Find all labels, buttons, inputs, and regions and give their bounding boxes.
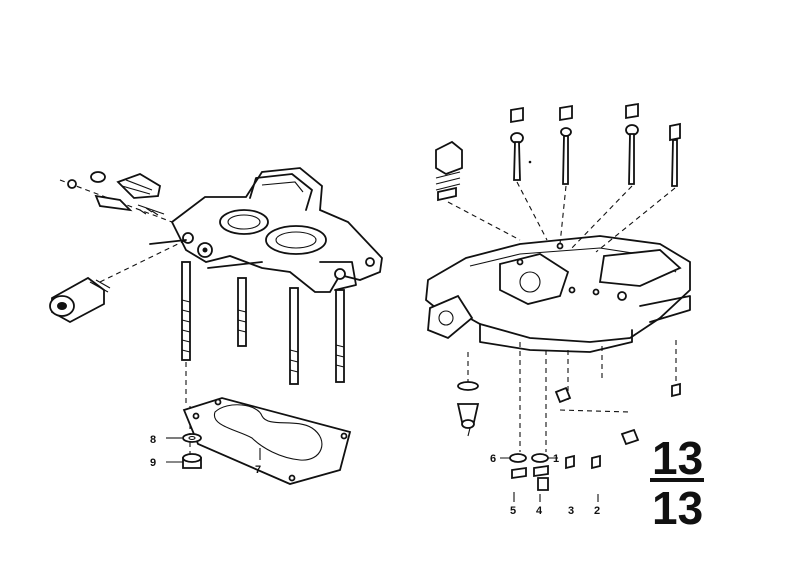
hex-nut <box>166 453 202 469</box>
flange-gasket <box>182 397 352 485</box>
callout-5: 5 <box>510 505 516 517</box>
jet-set <box>510 102 681 253</box>
washer <box>166 433 202 443</box>
mixture-screw-set <box>59 171 173 223</box>
group-number-top: 13 <box>652 432 703 484</box>
callout-4: 4 <box>536 505 543 517</box>
long-screw <box>149 239 187 245</box>
callout-8: 8 <box>150 434 156 446</box>
callout-2: 2 <box>594 505 600 517</box>
callout-3: 3 <box>568 505 574 517</box>
callout-7: 7 <box>255 464 261 476</box>
jet-washers <box>500 453 558 463</box>
carburettor-lower-housing <box>170 167 383 293</box>
accelerator-pump-plunger <box>435 140 521 241</box>
cutoff-solenoid <box>49 239 187 324</box>
throttle-shaft-screw <box>207 261 263 269</box>
check-valve <box>456 381 480 437</box>
callout-1: 1 <box>553 453 559 465</box>
carburettor-float-chamber <box>425 235 691 353</box>
small-jets <box>511 382 681 502</box>
group-number-bottom: 13 <box>652 482 703 534</box>
assembly-leader-lines <box>467 340 677 452</box>
callout-9: 9 <box>150 457 156 469</box>
callout-6: 6 <box>490 453 496 465</box>
mounting-studs <box>181 261 345 385</box>
